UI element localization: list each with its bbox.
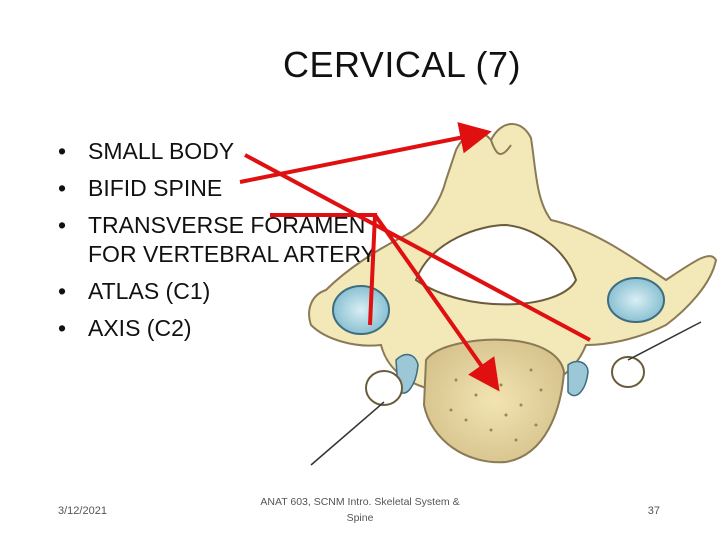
left-transverse-foramen (365, 370, 403, 406)
slide-title: CERVICAL (7) (282, 44, 522, 85)
footer-page-number: 37 (647, 505, 660, 517)
footer-course: ANAT 603, SCNM Intro. Skeletal System & … (260, 496, 460, 524)
right-uncinate-process (567, 360, 589, 397)
footer-date: 3/12/2021 (58, 505, 107, 517)
body-texture (449, 368, 543, 442)
bullet-item: • SMALL BODY (58, 137, 378, 166)
bullet-text: BIFID SPINE (88, 175, 223, 201)
bullet-text: AXIS (C2) (88, 315, 192, 341)
bullet-marker: • (58, 138, 67, 164)
bullet-marker: • (58, 175, 67, 201)
bullet-text: SMALL BODY (88, 138, 235, 164)
vertebral-body (422, 338, 566, 464)
bullet-list: • SMALL BODY • BIFID SPINE • TRANSVERSE … (58, 137, 378, 351)
bullet-text: ATLAS (C1) (88, 278, 211, 304)
right-pointer-line (627, 321, 702, 361)
bullet-item: • BIFID SPINE (58, 174, 378, 203)
bullet-marker: • (58, 278, 67, 304)
bullet-item: • ATLAS (C1) (58, 277, 378, 306)
bullet-item: • AXIS (C2) (58, 314, 378, 343)
bullet-marker: • (58, 315, 67, 341)
bullet-marker: • (58, 212, 67, 238)
right-articular-facet (607, 277, 665, 323)
left-pointer-line (310, 401, 385, 466)
right-transverse-foramen (611, 356, 645, 388)
bullet-item: • TRANSVERSE FORAMEN FOR VERTEBRAL ARTER… (58, 211, 378, 269)
bullet-text: TRANSVERSE FORAMEN FOR VERTEBRAL ARTERY (88, 212, 377, 267)
